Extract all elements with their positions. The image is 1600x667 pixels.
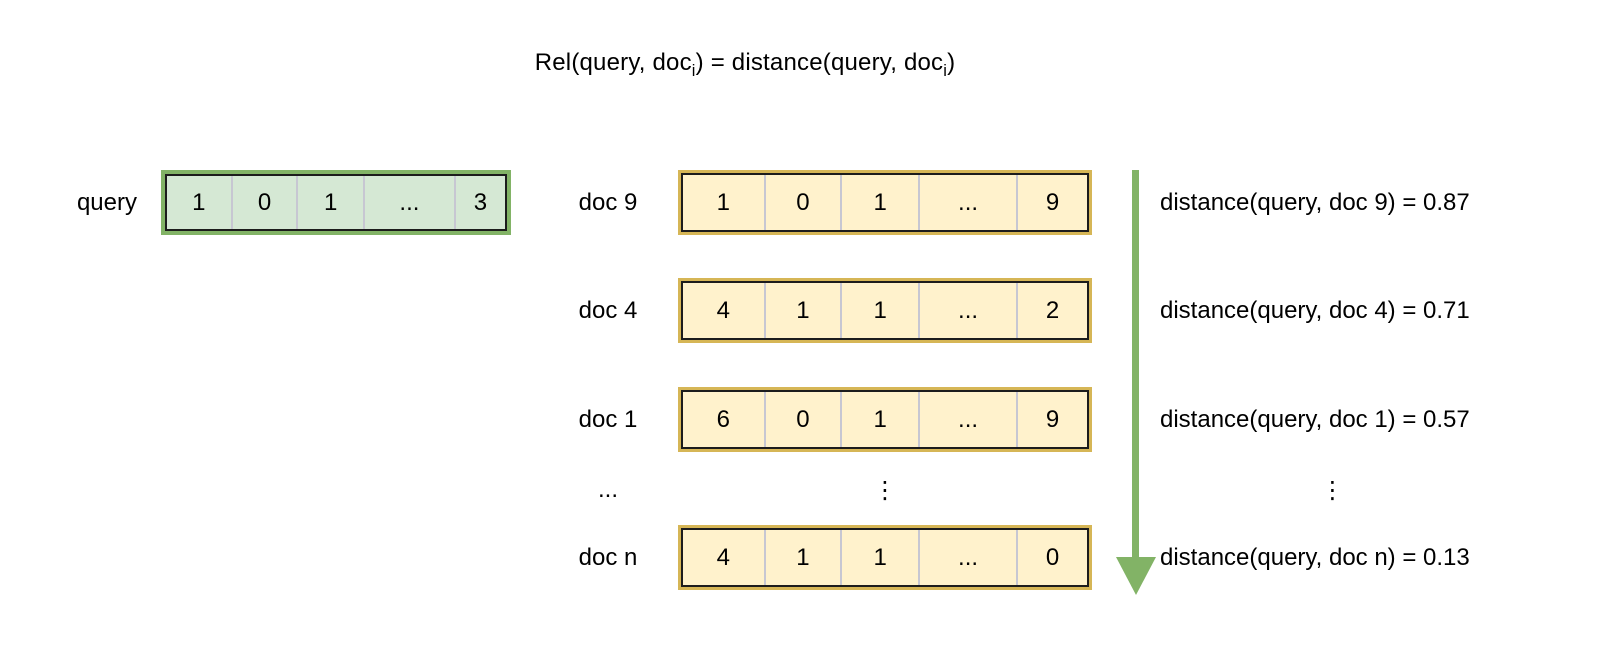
doc-cell-ellipsis: ... [918,392,1016,447]
doc-cell: 0 [763,392,841,447]
title-text-part: ) [947,49,956,76]
doc-cell: 1 [763,283,841,338]
title-subscript: i [943,61,948,80]
doc-vectors-ellipsis: ⋮ [873,476,897,504]
doc-cell: 0 [1015,530,1087,585]
ranking-arrow [1132,170,1139,560]
doc-vector-cells: 4 1 1 ... 0 [681,528,1089,587]
doc-cell: 1 [840,530,918,585]
doc-vector-box: 4 1 1 ... 2 [678,278,1092,343]
doc-cell: 1 [840,392,918,447]
doc-label: doc 9 [578,188,638,216]
doc-cell-ellipsis: ... [918,530,1016,585]
doc-cell: 4 [716,296,730,324]
distance-label: distance(query, doc 1) = 0.57 [1160,405,1470,433]
query-cell: 1 [296,176,363,229]
query-label: query [76,188,137,216]
down-arrow-icon [1116,557,1156,595]
doc-cell: 1 [716,188,730,216]
doc-cell: 4 [716,543,730,571]
title-text-part: Rel(query, doc [534,49,692,76]
title-text-part: ) = distance(query, doc [695,49,944,76]
doc-vector-cells: 1 0 1 ... 9 [681,173,1089,232]
doc-label: doc n [578,543,638,571]
doc-cell: 1 [763,530,841,585]
doc-cell-ellipsis: ... [918,175,1016,230]
doc-cell: 9 [1015,392,1087,447]
title-subscript: i [691,61,696,80]
distance-label: distance(query, doc 9) = 0.87 [1160,188,1470,216]
query-cell: 3 [453,176,505,229]
doc-vector-cells: 6 0 1 ... 9 [681,390,1089,449]
doc-cell-ellipsis: ... [918,283,1016,338]
doc-cell: 1 [840,175,918,230]
doc-cell: 2 [1015,283,1087,338]
doc-label: doc 4 [578,296,638,324]
doc-cell: 6 [716,405,730,433]
distances-ellipsis: ⋮ [1320,476,1345,504]
doc-cell: 1 [840,283,918,338]
query-cell: 1 [192,188,206,216]
title-formula: Rel(query, doci) = distance(query, doci) [535,49,956,81]
doc-vector-box: 6 0 1 ... 9 [678,387,1092,452]
doc-vector-box: 1 0 1 ... 9 [678,170,1092,235]
doc-label: doc 1 [578,405,638,433]
doc-vector-cells: 4 1 1 ... 2 [681,281,1089,340]
query-vector-cells: 1 0 1 ... 3 [165,174,507,231]
distance-label: distance(query, doc 4) = 0.71 [1160,296,1470,324]
doc-cell: 0 [763,175,841,230]
query-vector-box: 1 0 1 ... 3 [161,170,511,235]
doc-labels-ellipsis: ... [597,476,618,503]
query-cell: 0 [230,176,297,229]
doc-cell: 9 [1015,175,1087,230]
doc-vector-box: 4 1 1 ... 0 [678,525,1092,590]
query-cell-ellipsis: ... [363,176,454,229]
distance-label: distance(query, doc n) = 0.13 [1160,543,1470,571]
